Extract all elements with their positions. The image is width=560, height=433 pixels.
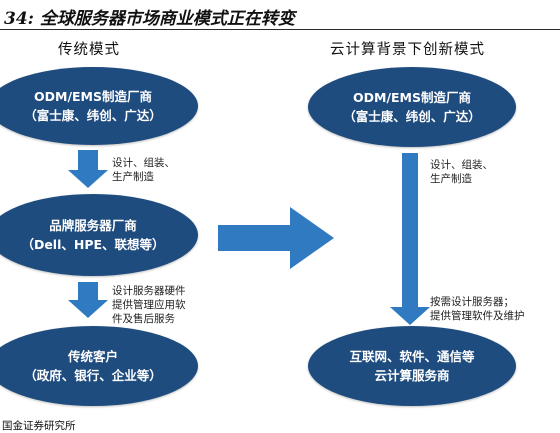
left-arrow-note-2: 设计服务器硬件 提供管理应用软 件及售后服务	[112, 284, 186, 326]
right-node-cloud: 互联网、软件、通信等 云计算服务商	[308, 326, 516, 406]
left-arrow-note-1: 设计、组装、 生产制造	[112, 156, 175, 184]
right-arrow-note-2-line1: 按需设计服务器；	[430, 296, 514, 308]
left-node-brand-line2: （Dell、HPE、联想等）	[21, 237, 165, 252]
right-arrow-note-2: 按需设计服务器； 提供管理软件及维护	[430, 295, 525, 323]
right-arrow-note-1: 设计、组装、 生产制造	[430, 158, 493, 186]
left-down-arrow-1	[68, 150, 108, 188]
right-down-arrow	[390, 153, 430, 325]
left-node-customer: 传统客户 （政府、银行、企业等）	[0, 326, 198, 406]
right-column-heading: 云计算背景下创新模式	[330, 42, 485, 58]
source-note: 国金证券研究所	[2, 420, 76, 432]
right-arrow-note-1-line1: 设计、组装、	[430, 159, 493, 171]
right-node-cloud-line2: 云计算服务商	[374, 368, 450, 383]
left-node-odm: ODM/EMS制造厂商 （富士康、纬创、广达）	[0, 67, 198, 145]
right-node-odm: ODM/EMS制造厂商 （富士康、纬创、广达）	[308, 67, 516, 147]
right-node-odm-line1: ODM/EMS制造厂商	[353, 90, 471, 105]
left-node-customer-line2: （政府、银行、企业等）	[24, 368, 162, 383]
title-bar	[0, 0, 560, 30]
center-right-arrow	[218, 207, 334, 269]
left-column-heading: 传统模式	[58, 42, 120, 58]
left-arrow-note-1-line1: 设计、组装、	[112, 157, 175, 169]
left-node-odm-line2: （富士康、纬创、广达）	[24, 108, 162, 123]
left-arrow-note-1-line2: 生产制造	[112, 171, 154, 183]
left-node-brand-line1: 品牌服务器厂商	[49, 218, 137, 233]
left-node-customer-line1: 传统客户	[67, 349, 118, 364]
left-arrow-note-2-line3: 件及售后服务	[112, 313, 175, 325]
left-node-brand: 品牌服务器厂商 （Dell、HPE、联想等）	[0, 194, 198, 276]
right-node-odm-line2: （富士康、纬创、广达）	[343, 109, 481, 124]
right-arrow-note-1-line2: 生产制造	[430, 173, 472, 185]
figure-title: 34: 全球服务器市场商业模式正在转变	[4, 9, 295, 29]
right-node-cloud-line1: 互联网、软件、通信等	[349, 349, 475, 364]
left-down-arrow-2	[68, 282, 108, 318]
right-arrow-note-2-line2: 提供管理软件及维护	[430, 310, 525, 322]
left-arrow-note-2-line2: 提供管理应用软	[112, 299, 186, 311]
left-node-odm-line1: ODM/EMS制造厂商	[34, 89, 152, 104]
left-arrow-note-2-line1: 设计服务器硬件	[112, 285, 186, 297]
